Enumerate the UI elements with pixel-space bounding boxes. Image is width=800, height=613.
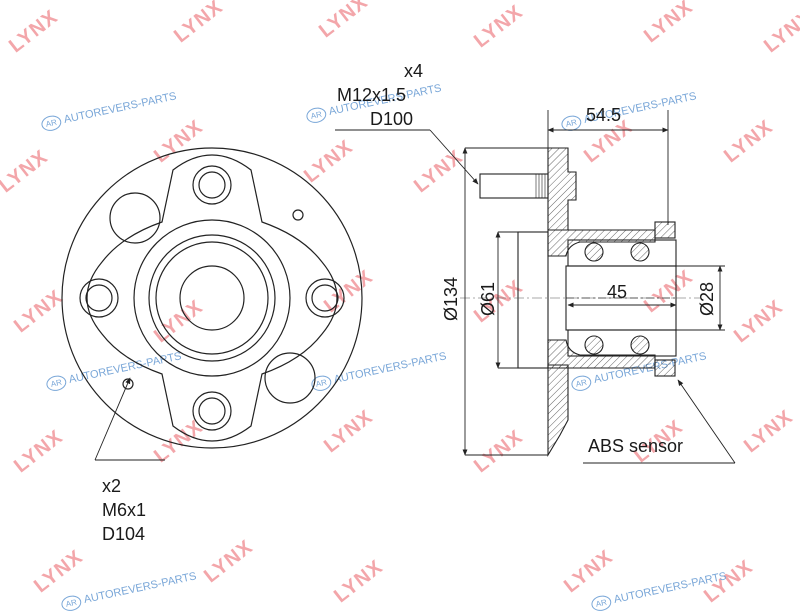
section-view [460, 147, 700, 457]
hub-bore [179, 265, 245, 331]
hub-ring [148, 234, 276, 362]
hub-outer [133, 219, 291, 377]
dim-bore-diameter: Ø28 [697, 281, 717, 317]
small-hole-top [292, 209, 304, 221]
dim-flange-diameter: Ø134 [441, 276, 461, 322]
technical-drawing [61, 110, 736, 464]
lightening-hole-br [264, 352, 316, 404]
small-hole-bottom [122, 378, 134, 390]
stud-count-label: x4 [404, 61, 424, 81]
hub-ring-inner [155, 241, 269, 355]
dimension-lines [335, 110, 736, 464]
hub-flange-outline [86, 154, 338, 442]
stud-code-label: D100 [370, 109, 414, 129]
dim-stud-length: 54.5 [586, 105, 622, 125]
stud-holes [79, 165, 345, 431]
dim-pilot-diameter: Ø61 [478, 281, 498, 317]
abs-sensor-label: ABS sensor [588, 436, 684, 456]
stud-thread-label: M12x1.5 [337, 85, 407, 105]
lightening-hole-tl [109, 192, 161, 244]
dim-bearing-width: 45 [607, 282, 628, 302]
hole-code-label: D104 [102, 524, 146, 544]
hole-count-label: x2 [102, 476, 122, 496]
hole-thread-label: M6x1 [102, 500, 147, 520]
flange-outer-circle [61, 147, 363, 449]
front-view [61, 147, 363, 461]
